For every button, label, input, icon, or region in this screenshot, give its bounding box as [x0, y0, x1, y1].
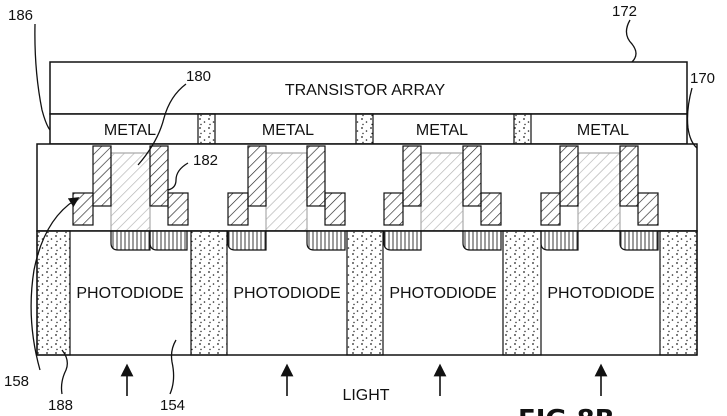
transfer-gate-3: [383, 145, 502, 251]
isolation-region-2: [190, 230, 228, 356]
leader-lines: [30, 19, 698, 395]
ref-154: 154: [160, 397, 185, 414]
via-2: [355, 113, 374, 145]
isolation-regions: [36, 230, 698, 356]
via-3: [513, 113, 532, 145]
via-1: [197, 113, 216, 145]
photodiode-labels: PHOTODIODE PHOTODIODE PHOTODIODE PHOTODI…: [76, 285, 654, 302]
metal-label-1: METAL: [104, 122, 156, 139]
ref-172: 172: [612, 3, 637, 20]
ref-182: 182: [193, 152, 218, 169]
isolation-region-4: [502, 230, 542, 356]
light-label: LIGHT: [342, 387, 389, 404]
transfer-gate-1: [72, 145, 189, 251]
ref-186: 186: [8, 7, 33, 24]
isolation-region-1: [36, 230, 71, 356]
isolation-region-3: [346, 230, 384, 356]
photodiode-label-1: PHOTODIODE: [76, 285, 183, 302]
reference-numerals: 186 172 180 170 182 158 188 154: [4, 3, 715, 414]
photodiode-label-4: PHOTODIODE: [547, 285, 654, 302]
ref-180: 180: [186, 68, 211, 85]
ref-158: 158: [4, 373, 29, 390]
light-arrows: [120, 363, 608, 396]
transfer-gate-2: [227, 145, 346, 251]
metal-label-4: METAL: [577, 122, 629, 139]
photodiode-label-3: PHOTODIODE: [389, 285, 496, 302]
transistor-array-layer: TRANSISTOR ARRAY: [49, 61, 688, 115]
photodiode-label-2: PHOTODIODE: [233, 285, 340, 302]
metal-label-2: METAL: [262, 122, 314, 139]
transfer-gate-4: [540, 145, 659, 251]
metal-layer: METAL METAL METAL METAL: [49, 113, 688, 145]
transistor-array-label: TRANSISTOR ARRAY: [285, 82, 446, 99]
figure-label: FIG.8B: [518, 405, 615, 416]
ref-188: 188: [48, 397, 73, 414]
metal-label-3: METAL: [416, 122, 468, 139]
isolation-region-5: [659, 230, 698, 356]
ref-170: 170: [690, 70, 715, 87]
